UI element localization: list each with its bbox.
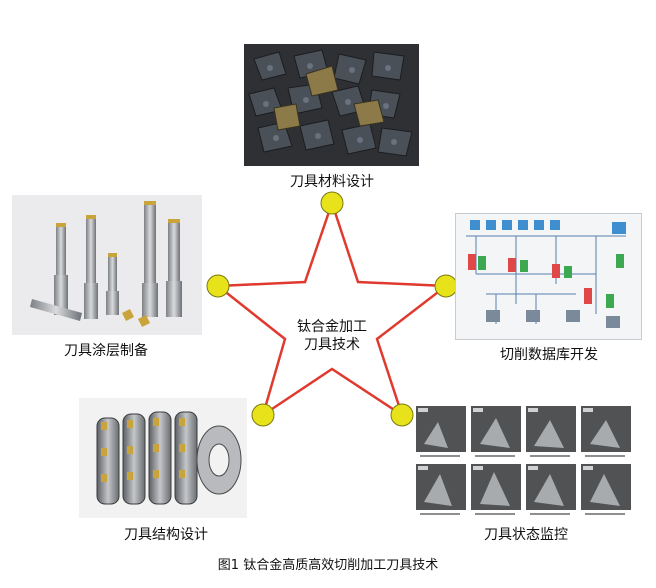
star-outline <box>214 199 450 419</box>
label-tool-monitoring: 刀具状态监控 <box>484 527 568 543</box>
node-dot-right <box>434 274 458 298</box>
node-dot-top <box>320 191 344 215</box>
node-dot-bottom-right <box>390 403 414 427</box>
wear-micrograph-grid <box>414 404 636 518</box>
tool-monitoring-image <box>414 404 636 518</box>
node-dot-left <box>206 274 230 298</box>
database-schematic <box>456 214 641 339</box>
label-tool-material: 刀具材料设计 <box>290 174 374 190</box>
figure-caption: 图1 钛合金高质高效切削加工刀具技术 <box>217 558 439 573</box>
milling-cutter-picture <box>79 398 247 518</box>
node-dot-bottom-left <box>251 403 275 427</box>
inserts-picture <box>244 44 419 166</box>
drills-picture <box>12 195 202 335</box>
tool-material-image <box>244 44 419 166</box>
tool-structure-image <box>79 398 247 518</box>
label-cutting-database: 切削数据库开发 <box>500 347 598 363</box>
tool-coating-image <box>12 195 202 335</box>
center-title-line2: 刀具技术 <box>304 337 360 353</box>
label-tool-structure: 刀具结构设计 <box>124 527 208 543</box>
label-tool-coating: 刀具涂层制备 <box>64 343 148 359</box>
cutting-database-image <box>455 213 642 340</box>
center-title-line1: 钛合金加工 <box>297 319 367 335</box>
